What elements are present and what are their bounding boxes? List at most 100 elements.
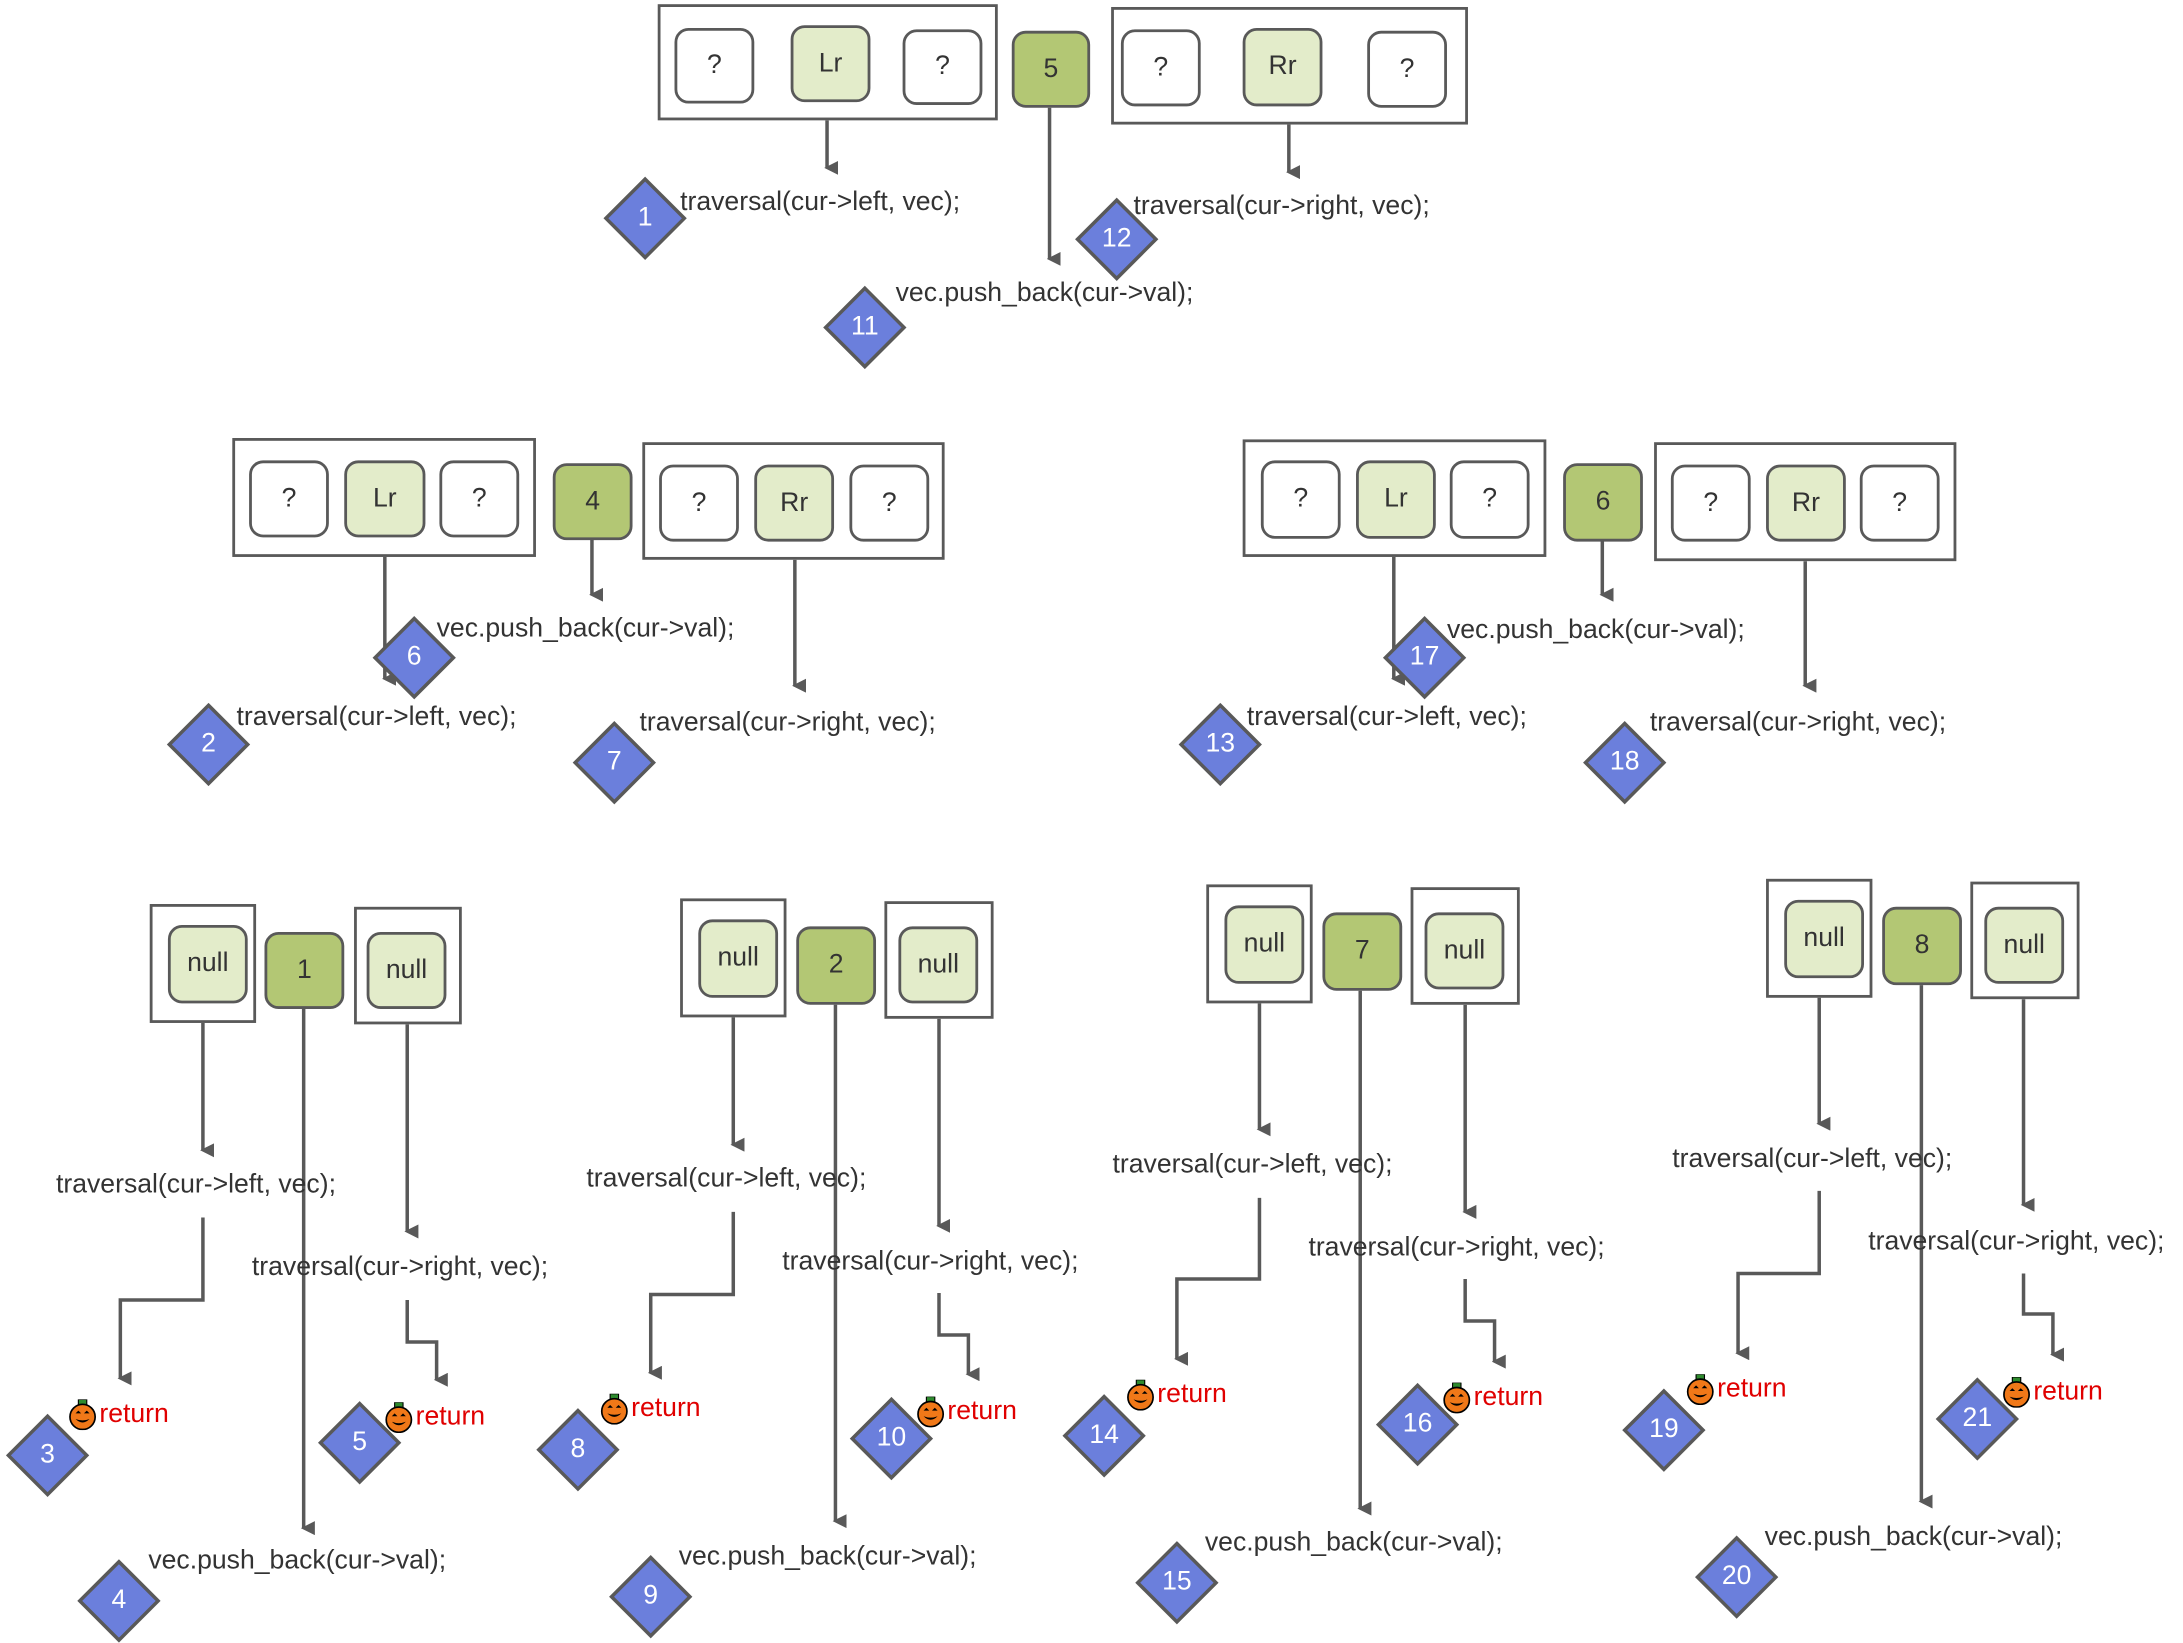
return-label: return [915, 1396, 1017, 1428]
return-label: return [1685, 1374, 1787, 1405]
code-traverse-left: traversal(cur->left, vec); [586, 1164, 867, 1194]
step-marker: 2 [166, 702, 251, 787]
arrow-l7-right-return [1463, 1279, 1506, 1369]
jack-o-lantern-icon [69, 1399, 96, 1431]
current-node: 7 [1322, 912, 1403, 991]
step-marker: 14 [1062, 1394, 1146, 1478]
null-node: null [898, 926, 979, 1004]
unknown-node: ? [1859, 464, 1940, 542]
unknown-node: ? [1670, 464, 1751, 542]
code-traverse-right: traversal(cur->right, vec); [251, 1252, 549, 1282]
current-node: 4 [552, 463, 633, 541]
code-traverse-right: traversal(cur->right, vec); [1133, 191, 1430, 222]
step-marker: 4 [77, 1559, 161, 1643]
unknown-node: ? [1260, 460, 1341, 539]
return-text: return [2033, 1377, 2103, 1407]
return-text: return [1717, 1374, 1787, 1404]
code-traverse-left: traversal(cur->left, vec); [1112, 1150, 1393, 1180]
unknown-node: ? [439, 460, 520, 538]
diamond-icon [1075, 197, 1159, 281]
step-marker: 18 [1583, 721, 1667, 805]
right-subtree-root-node: Rr [754, 464, 835, 542]
step-number: 15 [1162, 1567, 1192, 1597]
diamond-icon [1135, 1541, 1219, 1625]
step-marker: 5 [317, 1401, 402, 1485]
unknown-node: ? [849, 464, 930, 542]
step-number: 6 [406, 642, 422, 672]
step-number: 10 [876, 1423, 907, 1453]
step-number: 14 [1089, 1420, 1119, 1450]
diamond-icon [1375, 1382, 1460, 1467]
left-subtree-root-node: Lr [790, 25, 871, 103]
null-node: null [1984, 906, 2065, 984]
step-marker: 7 [572, 721, 656, 805]
arrow-l2-left-return [647, 1211, 736, 1380]
diamond-icon [849, 1396, 934, 1481]
unknown-node: ? [674, 27, 755, 104]
unknown-node: ? [902, 29, 983, 105]
null-node: null [366, 932, 447, 1009]
arrow-l2-right-return [937, 1293, 980, 1382]
left-subtree-root-node: Lr [1356, 460, 1436, 539]
arrow-l8-right-return [2021, 1273, 2065, 1362]
diamond-icon [1062, 1394, 1146, 1478]
step-number: 13 [1205, 729, 1236, 759]
current-node: 1 [264, 932, 345, 1009]
jack-o-lantern-icon [2003, 1377, 2030, 1408]
code-push-back: vec.push_back(cur->val); [678, 1542, 977, 1572]
code-traverse-left: traversal(cur->left, vec); [236, 702, 517, 732]
current-node: 5 [1011, 30, 1091, 108]
arrow-l7-left-return [1174, 1197, 1262, 1366]
step-number: 9 [643, 1581, 659, 1611]
diamond-icon [317, 1401, 402, 1485]
null-node: null [1784, 899, 1865, 979]
return-label: return [67, 1399, 169, 1431]
left-subtree-root-node: Lr [344, 460, 426, 538]
code-traverse-left: traversal(cur->left, vec); [680, 187, 961, 217]
jack-o-lantern-icon [917, 1396, 945, 1428]
step-marker: 17 [1382, 616, 1467, 700]
step-number: 11 [851, 312, 879, 342]
code-push-back: vec.push_back(cur->val); [1446, 615, 1745, 646]
code-traverse-right: traversal(cur->right, vec); [782, 1246, 1079, 1277]
return-text: return [631, 1393, 701, 1424]
return-text: return [415, 1402, 486, 1432]
step-marker: 19 [1622, 1388, 1706, 1472]
step-marker: 20 [1694, 1535, 1779, 1619]
diamond-icon [1935, 1377, 2020, 1461]
current-node: 8 [1882, 906, 1962, 986]
return-label: return [1441, 1382, 1544, 1414]
diamond-icon [1178, 702, 1262, 787]
code-traverse-left: traversal(cur->left, vec); [1246, 702, 1527, 732]
diamond-icon [603, 176, 687, 260]
return-label: return [599, 1393, 701, 1425]
null-node: null [167, 925, 248, 1004]
step-marker: 6 [372, 616, 456, 700]
step-number: 16 [1402, 1409, 1433, 1439]
current-node: 6 [1563, 463, 1643, 542]
diamond-icon [823, 285, 907, 370]
step-number: 4 [111, 1585, 127, 1615]
step-marker: 1 [603, 176, 687, 260]
step-marker: 8 [536, 1408, 620, 1492]
step-marker: 9 [609, 1555, 693, 1639]
step-number: 21 [1962, 1403, 1993, 1433]
step-number: 1 [637, 202, 653, 233]
jack-o-lantern-icon [385, 1402, 413, 1433]
return-label: return [383, 1402, 485, 1433]
step-marker: 12 [1075, 197, 1159, 281]
diamond-icon [166, 702, 251, 787]
diamond-icon [372, 616, 456, 700]
unknown-node: ? [1449, 460, 1530, 539]
diamond-icon [1694, 1535, 1779, 1619]
diamond-icon [1382, 616, 1467, 700]
right-subtree-root-node: Rr [1766, 464, 1846, 542]
step-number: 8 [570, 1434, 586, 1464]
code-traverse-left: traversal(cur->left, vec); [1672, 1144, 1953, 1175]
code-push-back: vec.push_back(cur->val); [148, 1546, 447, 1576]
jack-o-lantern-icon [1443, 1382, 1471, 1414]
return-text: return [1473, 1382, 1544, 1412]
right-subtree-root-node: Rr [1242, 27, 1323, 107]
